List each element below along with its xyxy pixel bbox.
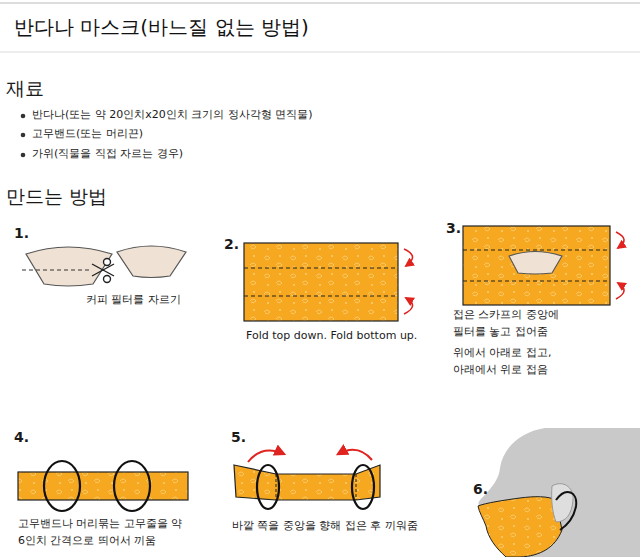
cut-filter [117, 246, 186, 278]
head-with-mask [478, 428, 640, 557]
material-item: 가위(직물을 직접 자르는 경우) [32, 145, 452, 162]
step-number: 1. [14, 223, 44, 245]
page-title: 반다나 마스크(바느질 없는 방법) [14, 12, 309, 43]
step-number: 3. [446, 218, 476, 240]
bullet [21, 133, 26, 138]
step-caption: 커피 필터를 자르기 [86, 291, 226, 308]
step-caption: 바깥 쪽을 중앙을 향해 접은 후 끼워줌 [232, 517, 452, 534]
band-folding [234, 450, 380, 509]
step-caption: Fold top down. Fold bottom up. [246, 327, 446, 344]
step-number: 6. [473, 479, 503, 501]
material-item: 반다나(또는 약 20인치x20인치 크기의 정사각형 면직물) [32, 106, 452, 123]
step-caption: 접은 스카프의 중앙에 필터를 놓고 접어줌 [453, 306, 579, 340]
title-rule [0, 52, 640, 53]
step-number: 2. [224, 234, 254, 256]
step-number: 5. [231, 427, 261, 449]
step-caption: 위에서 아래로 접고, 아래에서 위로 접음 [453, 344, 579, 378]
step-number: 4. [14, 427, 44, 449]
bullet [21, 153, 26, 158]
section-heading: 만드는 방법 [6, 182, 226, 211]
step-caption: 고무밴드나 머리묶는 고무줄을 약 6인치 간격으로 띄어서 끼움 [18, 515, 186, 549]
material-item: 고무밴드(또는 머리끈) [32, 125, 452, 142]
bullet [21, 114, 26, 119]
band-with-elastics [18, 461, 188, 511]
bandana-with-filter [463, 226, 624, 305]
bandana-fold [244, 243, 413, 321]
coffee-filter [22, 247, 112, 286]
top-rule [0, 2, 640, 4]
scissors-icon [92, 259, 114, 283]
section-heading: 재료 [6, 74, 206, 103]
